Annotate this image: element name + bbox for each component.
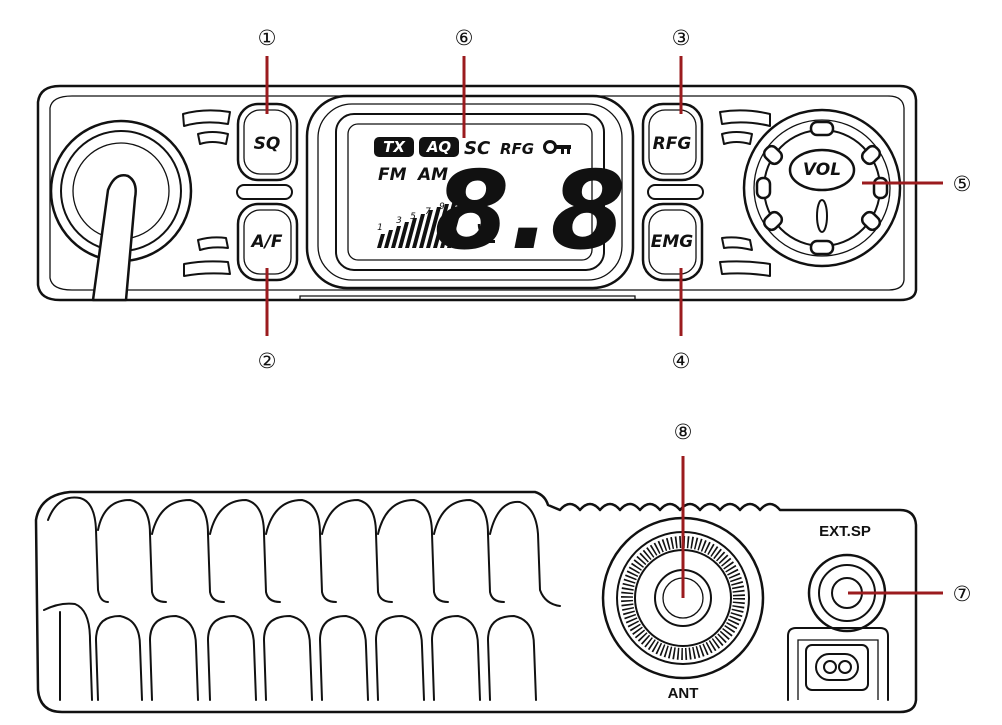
rfg-button[interactable]: RFG <box>641 102 704 182</box>
mic-cable <box>91 174 137 302</box>
rfg-button-label: RFG <box>653 134 692 154</box>
sc-label: SC <box>464 138 491 159</box>
callout-label: ③ <box>672 26 691 50</box>
front-panel-inner-edge <box>49 95 905 291</box>
emg-button-label: EMG <box>651 232 694 252</box>
front-panel-body <box>36 84 918 302</box>
callout-label: ⑧ <box>674 420 693 444</box>
aq-label: AQ <box>426 138 452 156</box>
leader-lines <box>265 56 943 598</box>
callout-4: ④ <box>672 349 691 373</box>
mic-connector <box>49 119 193 302</box>
callout-8: ⑧ <box>674 420 693 444</box>
lcd-display: TX AQ SC RFG FM AM 1 3 5 7 9 30 <box>305 94 635 290</box>
callout-label: ① <box>258 26 277 50</box>
tick-label: 1 <box>377 223 383 233</box>
vol-knob[interactable]: VOL <box>742 108 902 268</box>
vol-knob-label: VOL <box>803 160 841 180</box>
tick-label: 5 <box>410 212 416 222</box>
am-label: AM <box>416 165 448 185</box>
key-icon <box>543 140 571 154</box>
power-socket <box>787 627 889 701</box>
ant-label: ANT <box>668 685 699 702</box>
callout-5: ⑤ <box>953 172 972 196</box>
emg-button[interactable]: EMG <box>641 202 704 282</box>
tx-indicator <box>374 137 414 157</box>
rear-panel: ANT EXT.SP <box>34 490 918 714</box>
heat-sink-fins <box>43 496 561 701</box>
callout-label: ⑦ <box>953 582 972 606</box>
callout-1: ① <box>258 26 277 50</box>
tick-label: 7 <box>425 207 431 217</box>
callout-6: ⑥ <box>455 26 474 50</box>
right-vent-slots <box>647 109 771 277</box>
channel-digits: 8.8 <box>434 149 625 274</box>
callout-label: ⑥ <box>455 26 474 50</box>
ext-sp-label: EXT.SP <box>819 523 871 540</box>
aq-indicator <box>419 137 459 157</box>
tick-label: 3 <box>396 216 402 226</box>
tick-label: 30 <box>452 199 464 209</box>
rear-panel-body <box>34 490 918 714</box>
tick-label: 9 <box>439 202 445 212</box>
tx-label: TX <box>383 138 406 156</box>
callout-3: ③ <box>672 26 691 50</box>
callout-label: ② <box>258 349 277 373</box>
front-panel: SQ A/F TX AQ SC RFG <box>36 84 918 302</box>
front-panel-bottom-lip <box>299 295 636 300</box>
signal-meter-bars <box>377 196 465 248</box>
microphone-icon <box>477 214 498 243</box>
fm-label: FM <box>378 165 407 185</box>
callout-7: ⑦ <box>953 582 972 606</box>
callout-label: ⑤ <box>953 172 972 196</box>
left-vent-slots <box>182 109 293 277</box>
sq-button[interactable]: SQ <box>236 102 299 182</box>
rfg-display-label: RFG <box>500 140 534 158</box>
callout-label: ④ <box>672 349 691 373</box>
sq-button-label: SQ <box>254 134 281 154</box>
callout-2: ② <box>258 349 277 373</box>
signal-meter-ticks: 1 3 5 7 9 30 <box>377 199 464 233</box>
af-button-label: A/F <box>250 232 283 252</box>
